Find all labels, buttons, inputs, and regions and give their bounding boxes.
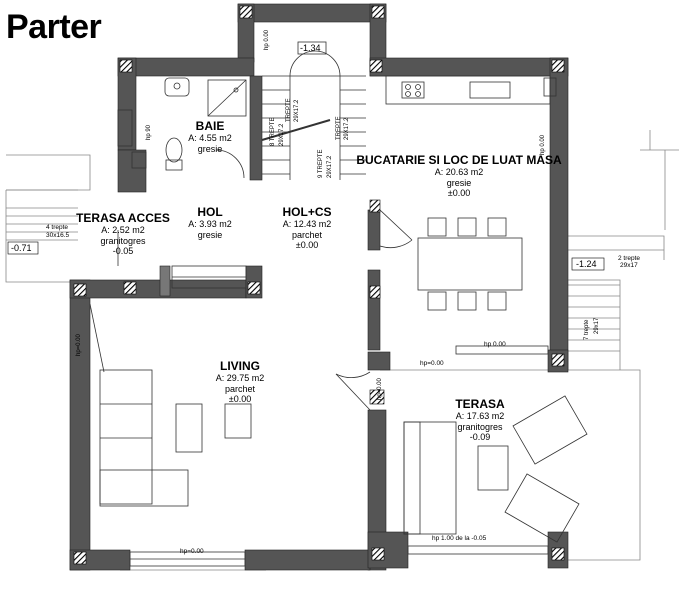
- room-holcs: HOL+CS A: 12.43 m2 parchet ±0.00: [272, 205, 342, 250]
- level-left: -0.71: [11, 243, 32, 253]
- room-terasa-name: TERASA: [455, 397, 505, 411]
- stair-tr-a-size: 29X17.2: [294, 99, 300, 122]
- room-bucatarie-area: A: 20.63 m2: [434, 167, 484, 178]
- stair-8-size: 29X17.2: [279, 123, 285, 146]
- hp-kitchen-door: hp=0.00: [420, 360, 444, 367]
- stair-8-steps: 8 TREPTE: [270, 117, 276, 146]
- room-hol-material: gresie: [197, 229, 223, 240]
- room-hol-area: A: 3.93 m2: [188, 219, 232, 230]
- hp-terasa-bottom: hp 1.00 de la -0.05: [432, 535, 487, 542]
- page-title: Parter: [6, 8, 102, 46]
- room-hol-name: HOL: [197, 205, 223, 219]
- stair-right-steps: 7 trepte: [584, 319, 590, 340]
- hp-living-left: hp=0.00: [76, 334, 82, 356]
- room-living-area: A: 29.75 m2: [215, 373, 265, 384]
- stair-right-top-steps: 2 trepte: [618, 255, 641, 262]
- room-bucatarie-name: BUCATARIE SI LOC DE LUAT MASA: [356, 153, 562, 167]
- exterior-outlines: [5, 130, 679, 571]
- room-bucatarie-material: gresie: [446, 177, 472, 188]
- room-living-material: parchet: [224, 383, 256, 394]
- room-baie: BAIE A: 4.55 m2 gresie: [180, 119, 240, 154]
- stair-tr-b-size: 29X17.2: [344, 117, 350, 140]
- room-baie-material: gresie: [197, 143, 223, 154]
- room-terasa-acces-area: A: 2.52 m2: [101, 225, 145, 236]
- room-terasa-material: granitogres: [457, 421, 503, 432]
- stair-tr-a: TREPTE: [286, 98, 292, 122]
- stair-left-size: 30x16.5: [46, 232, 70, 239]
- room-hol: HOL A: 3.93 m2 gresie: [180, 205, 240, 240]
- room-living-level: ±0.00: [228, 393, 252, 404]
- room-bucatarie: BUCATARIE SI LOC DE LUAT MASA A: 20.63 m…: [342, 153, 576, 198]
- level-stair-top: -1.34: [300, 43, 321, 53]
- room-terasa-level: -0.09: [469, 431, 491, 442]
- room-terasa-acces-level: -0.05: [112, 245, 134, 256]
- room-holcs-name: HOL+CS: [282, 205, 332, 219]
- hp-living-bottom: hp=0.00: [180, 548, 204, 555]
- fixtures: [89, 41, 588, 567]
- columns: [73, 5, 565, 565]
- hp-kitchen-window: hp 0.00: [484, 341, 506, 348]
- stair-9-size: 29X17.2: [327, 155, 333, 178]
- stair-8-label: 8 TREPTE: [270, 117, 276, 146]
- stair-left-steps: 4 trepte: [46, 224, 69, 231]
- room-terasa-acces: TERASA ACCES A: 2.52 m2 granitogres -0.0…: [68, 211, 178, 256]
- room-terasa-acces-material: granitogres: [100, 235, 146, 246]
- stair-right-size: 29x17: [594, 317, 600, 334]
- hp-terasa-left: hp=0.00: [377, 378, 383, 400]
- stair-right-top-size: 29x17: [620, 262, 638, 269]
- level-markers: [7, 241, 605, 271]
- room-terasa-acces-name: TERASA ACCES: [76, 211, 170, 225]
- room-holcs-material: parchet: [291, 229, 323, 240]
- stair-tr-b: TREPTE: [336, 116, 342, 140]
- room-terasa-area: A: 17.63 m2: [455, 411, 505, 422]
- level-right: -1.24: [576, 259, 597, 269]
- room-living: LIVING A: 29.75 m2 parchet ±0.00: [200, 359, 280, 404]
- room-living-name: LIVING: [219, 359, 260, 373]
- room-holcs-area: A: 12.43 m2: [282, 219, 332, 230]
- hp-bath: hp 90: [146, 124, 152, 140]
- hp-stair-top: hp 0.00: [264, 29, 270, 50]
- room-baie-name: BAIE: [195, 119, 225, 133]
- room-baie-area: A: 4.55 m2: [188, 133, 232, 144]
- walls: [69, 3, 569, 571]
- room-holcs-level: ±0.00: [295, 239, 319, 250]
- stair-9-label: 9 TREPTE: [318, 149, 324, 178]
- hp-kitchen-right: hp 0.00: [540, 134, 546, 155]
- room-terasa: TERASA A: 17.63 m2 granitogres -0.09: [440, 397, 520, 442]
- room-bucatarie-level: ±0.00: [447, 187, 471, 198]
